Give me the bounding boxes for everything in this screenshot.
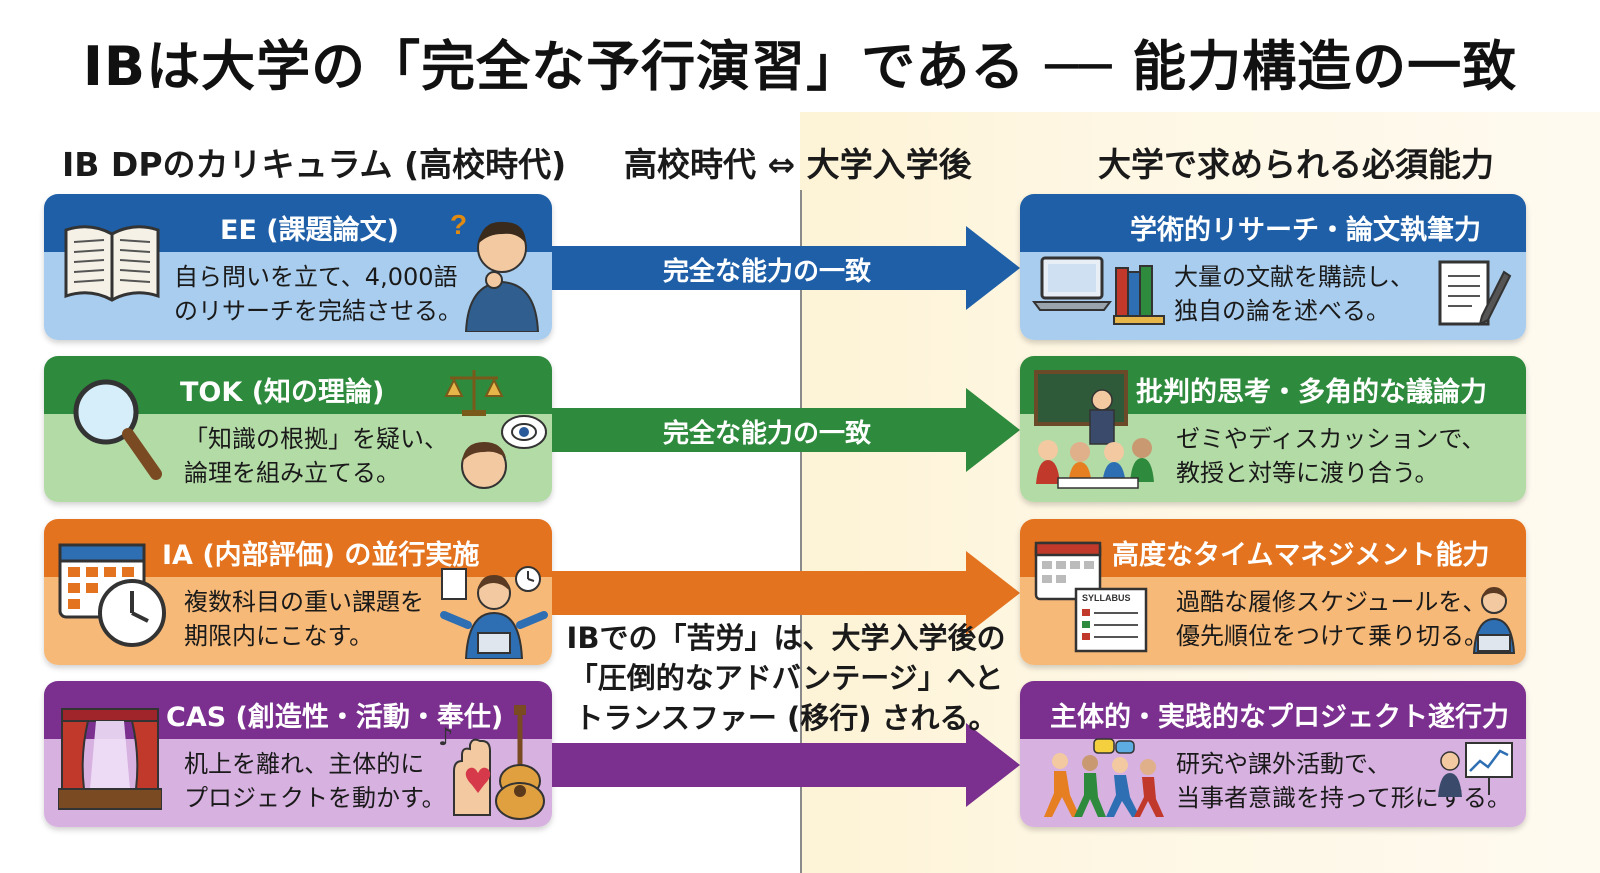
match-arrow-ia [552, 543, 1022, 643]
scales-icon [444, 370, 504, 416]
heart-hand-icon: ♪ [438, 705, 545, 820]
presentation-icon [1438, 742, 1513, 797]
ib-card-ee: EE (課題論文) 自ら問いを立て、4,000語 のリサーチを完結させる。 ? [44, 194, 552, 340]
card-description: 「知識の根拠」を疑い、 論理を組み立てる。 [184, 425, 448, 487]
column-header-university: 大学で求められる必須能力 [1098, 145, 1494, 184]
card-header-band [1020, 681, 1526, 739]
card-description: ゼミやディスカッションで、 教授と対等に渡り合う。 [1176, 425, 1486, 487]
uni-card-critical-thinking: 批判的思考・多角的な議論力 ゼミやディスカッションで、 教授と対等に渡り合う。 [1020, 356, 1526, 502]
card-description: 過酷な履修スケジュールを、 優先順位をつけて乗り切る。 [1176, 588, 1488, 650]
eye-head-icon [461, 415, 547, 489]
card-header-band [1020, 194, 1526, 252]
card-title: EE (課題論文) [220, 215, 399, 246]
laptop-icon [1032, 256, 1112, 311]
column-header-transition: 高校時代 ⇔ 大学入学後 [624, 145, 972, 184]
match-arrow-ee: 完全な能力の一致 [552, 218, 1022, 318]
card-description: 自ら問いを立て、4,000語 のリサーチを完結させる。 [174, 263, 462, 325]
uni-card-research: 学術的リサーチ・論文執筆力 大量の文献を購読し、 独自の論を述べる。 [1020, 194, 1526, 340]
ib-card-ia: IA (内部評価) の並行実施 複数科目の重い課題を 期限内にこなす。 [44, 519, 552, 665]
transfer-note: IBでの「苦労」は、大学入学後の 「圧倒的なアドバンテージ」へと トランスファー… [566, 621, 1006, 735]
svg-text:?: ? [450, 209, 467, 240]
open-book-icon [64, 225, 160, 302]
column-header-ib: IB DPのカリキュラム (高校時代) [62, 145, 567, 184]
svg-text:♪: ♪ [438, 723, 453, 751]
juggling-student-icon [440, 566, 548, 659]
card-description: 複数科目の重い課題を 期限内にこなす。 [184, 588, 424, 650]
card-description: 机上を離れ、主体的に プロジェクトを動かす。 [184, 750, 446, 812]
books-stack-icon [1113, 265, 1165, 325]
match-arrow-cas [552, 715, 1022, 815]
arrow-label: 完全な能力の一致 [662, 257, 871, 287]
card-title: TOK (知の理論) [180, 377, 385, 408]
laptop-student-icon [1472, 587, 1516, 654]
ib-card-tok: TOK (知の理論) 「知識の根拠」を疑い、 論理を組み立てる。 [44, 356, 552, 502]
document-pen-icon [1438, 260, 1512, 326]
uni-card-project-execution: 主体的・実践的なプロジェクト遂行力 研究や課外活動で、 当事者意識を持って形にす… [1020, 681, 1526, 827]
thinking-student-icon: ? [450, 209, 540, 332]
syllabus-icon: SYLLABUS [1034, 541, 1148, 653]
card-title: 主体的・実践的なプロジェクト遂行力 [1050, 702, 1509, 733]
center-divider-line [800, 190, 802, 873]
card-title: 批判的思考・多角的な議論力 [1136, 377, 1487, 408]
card-title: 学術的リサーチ・論文執筆力 [1130, 215, 1481, 246]
calendar-clock-icon [58, 543, 166, 647]
card-title: 高度なタイムマネジメント能力 [1112, 540, 1490, 571]
card-title: CAS (創造性・活動・奉仕) [166, 702, 504, 733]
stage-icon [58, 708, 162, 810]
syllabus-label: SYLLABUS [1082, 593, 1131, 603]
card-header-band [1020, 519, 1526, 577]
page-title: IBは大学の「完全な予行演習」である ── 能力構造の一致 [82, 35, 1518, 98]
card-title: IA (内部評価) の並行実施 [162, 540, 480, 571]
seminar-classroom-icon [1034, 370, 1154, 489]
arrow-label: 完全な能力の一致 [662, 419, 871, 449]
team-running-icon [1044, 738, 1164, 817]
magnifier-icon [73, 379, 162, 480]
card-description: 大量の文献を購読し、 独自の論を述べる。 [1174, 263, 1414, 325]
ib-card-cas: CAS (創造性・活動・奉仕) 机上を離れ、主体的に プロジェクトを動かす。 ♪ [44, 681, 552, 827]
uni-card-time-management: 高度なタイムマネジメント能力 過酷な履修スケジュールを、 優先順位をつけて乗り切… [1020, 519, 1526, 665]
match-arrow-tok: 完全な能力の一致 [552, 380, 1022, 480]
